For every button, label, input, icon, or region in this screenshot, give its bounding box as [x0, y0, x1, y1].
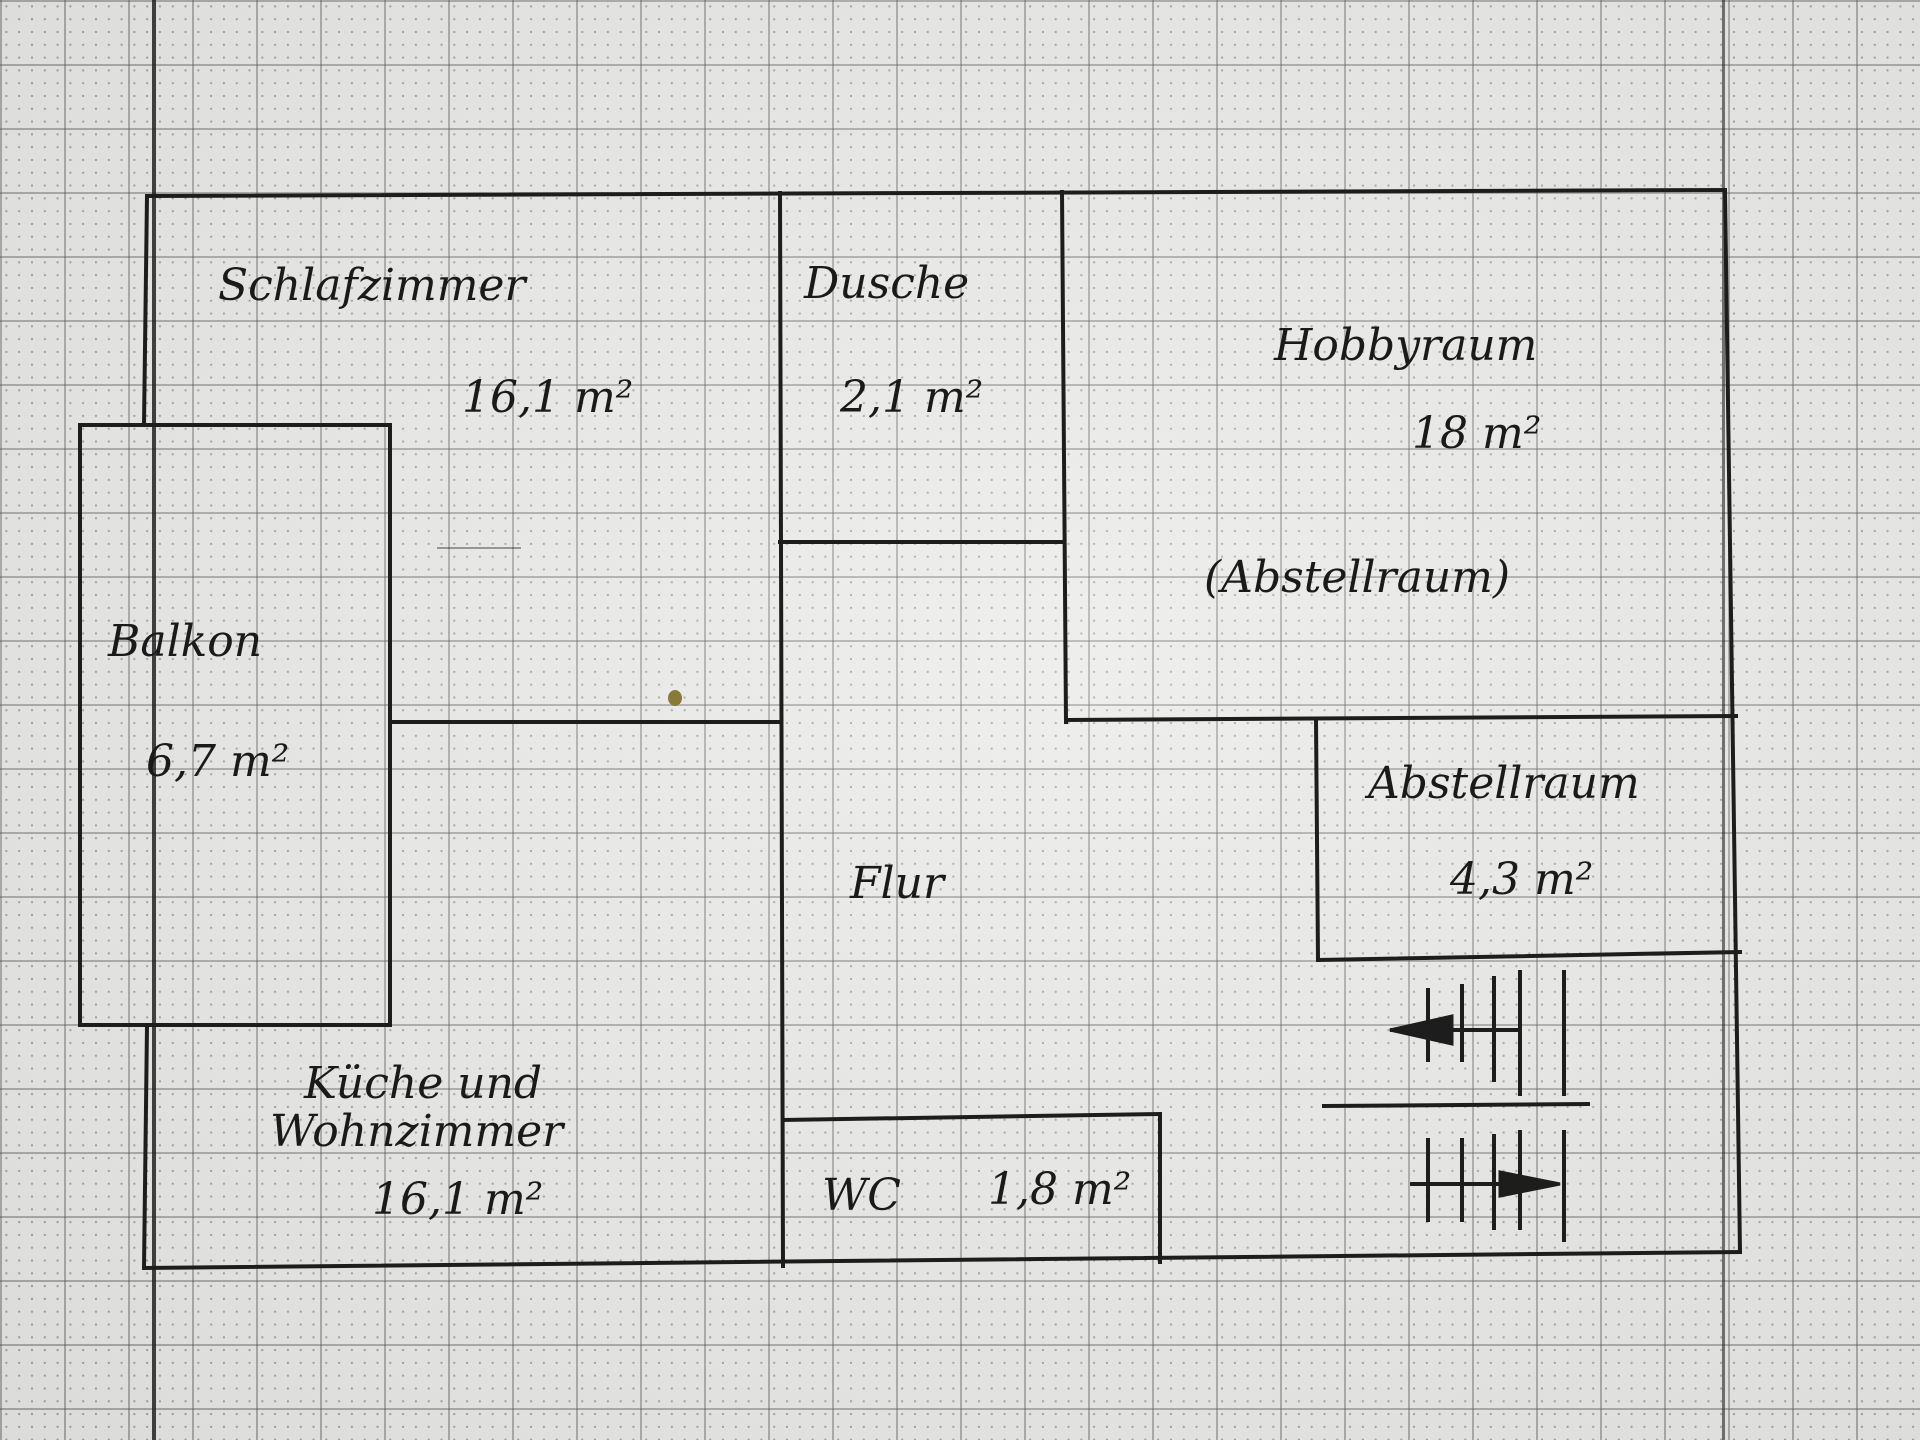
wall-top	[144, 187, 1728, 199]
abstellraum-area: 4,3 m²	[1449, 854, 1593, 905]
interior-walls	[388, 189, 1743, 1269]
dusche-area: 2,1 m²	[839, 372, 983, 423]
stair-arrow-right-head	[1498, 1170, 1561, 1198]
dusche-label: Dusche	[803, 258, 969, 309]
ink-smudge	[668, 690, 682, 706]
kueche-label-line2: Wohnzimmer	[270, 1106, 566, 1157]
wall-right	[1722, 187, 1743, 1255]
paper-margin-line-left	[152, 0, 156, 1440]
wall-hobby-bottom	[1063, 713, 1739, 723]
hobbyraum-label: Hobbyraum	[1273, 320, 1537, 371]
wall-left-lower	[141, 1023, 150, 1271]
wall-dusche-hobby	[1059, 189, 1069, 725]
schlafzimmer-area: 16,1 m²	[462, 372, 633, 423]
kueche-area: 16,1 m²	[372, 1174, 543, 1225]
paper-margin-line-right	[1722, 0, 1725, 1440]
wall-abstell-bottom	[1315, 949, 1743, 963]
kueche-label-line1: Küche und	[303, 1058, 542, 1109]
wall-center-vertical	[777, 190, 786, 1269]
balkon-area: 6,7 m²	[146, 736, 289, 787]
abstellraum-label: Abstellraum	[1364, 758, 1640, 809]
schlafzimmer-label: Schlafzimmer	[218, 260, 528, 311]
flur-label: Flur	[849, 858, 947, 909]
hobbyraum-note: (Abstellraum)	[1204, 552, 1510, 603]
wall-abstell-left	[1313, 717, 1321, 963]
wall-left-upper	[141, 193, 150, 428]
balkon-label: Balkon	[107, 616, 262, 667]
wc-area: 1,8 m²	[988, 1164, 1131, 1215]
stair-arrow-left-head	[1389, 1014, 1454, 1046]
staircase-symbol	[1389, 970, 1566, 1242]
outer-walls	[141, 187, 1743, 1271]
balkon-outline	[78, 423, 392, 1027]
wall-stairs-divider	[1321, 1101, 1591, 1109]
hobbyraum-area: 18 m²	[1412, 408, 1541, 459]
wc-label: WC	[822, 1170, 901, 1221]
wall-wc-top	[780, 1111, 1163, 1123]
wall-bottom	[141, 1249, 1743, 1271]
